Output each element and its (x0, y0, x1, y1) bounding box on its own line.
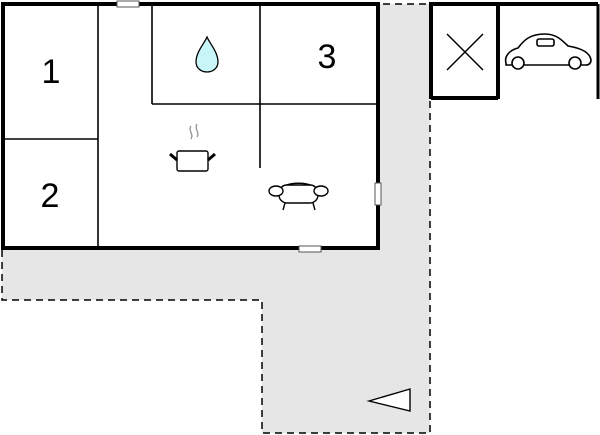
cross-icon (446, 33, 484, 71)
car-icon (504, 33, 592, 70)
storage-outline (429, 2, 598, 99)
terrace-area (2, 4, 430, 433)
window-bottom (298, 245, 322, 253)
room-label-1: 1 (41, 53, 61, 91)
room-label-3: 3 (317, 38, 337, 76)
water-drop-icon (195, 35, 219, 73)
armchair-icon (268, 182, 329, 211)
terrace-outline (1, 3, 431, 434)
cooking-pot-icon (169, 123, 216, 172)
room-label-2: 2 (40, 177, 60, 215)
window-top (116, 0, 140, 8)
window-right (374, 182, 382, 206)
north-arrow-icon (366, 388, 411, 412)
